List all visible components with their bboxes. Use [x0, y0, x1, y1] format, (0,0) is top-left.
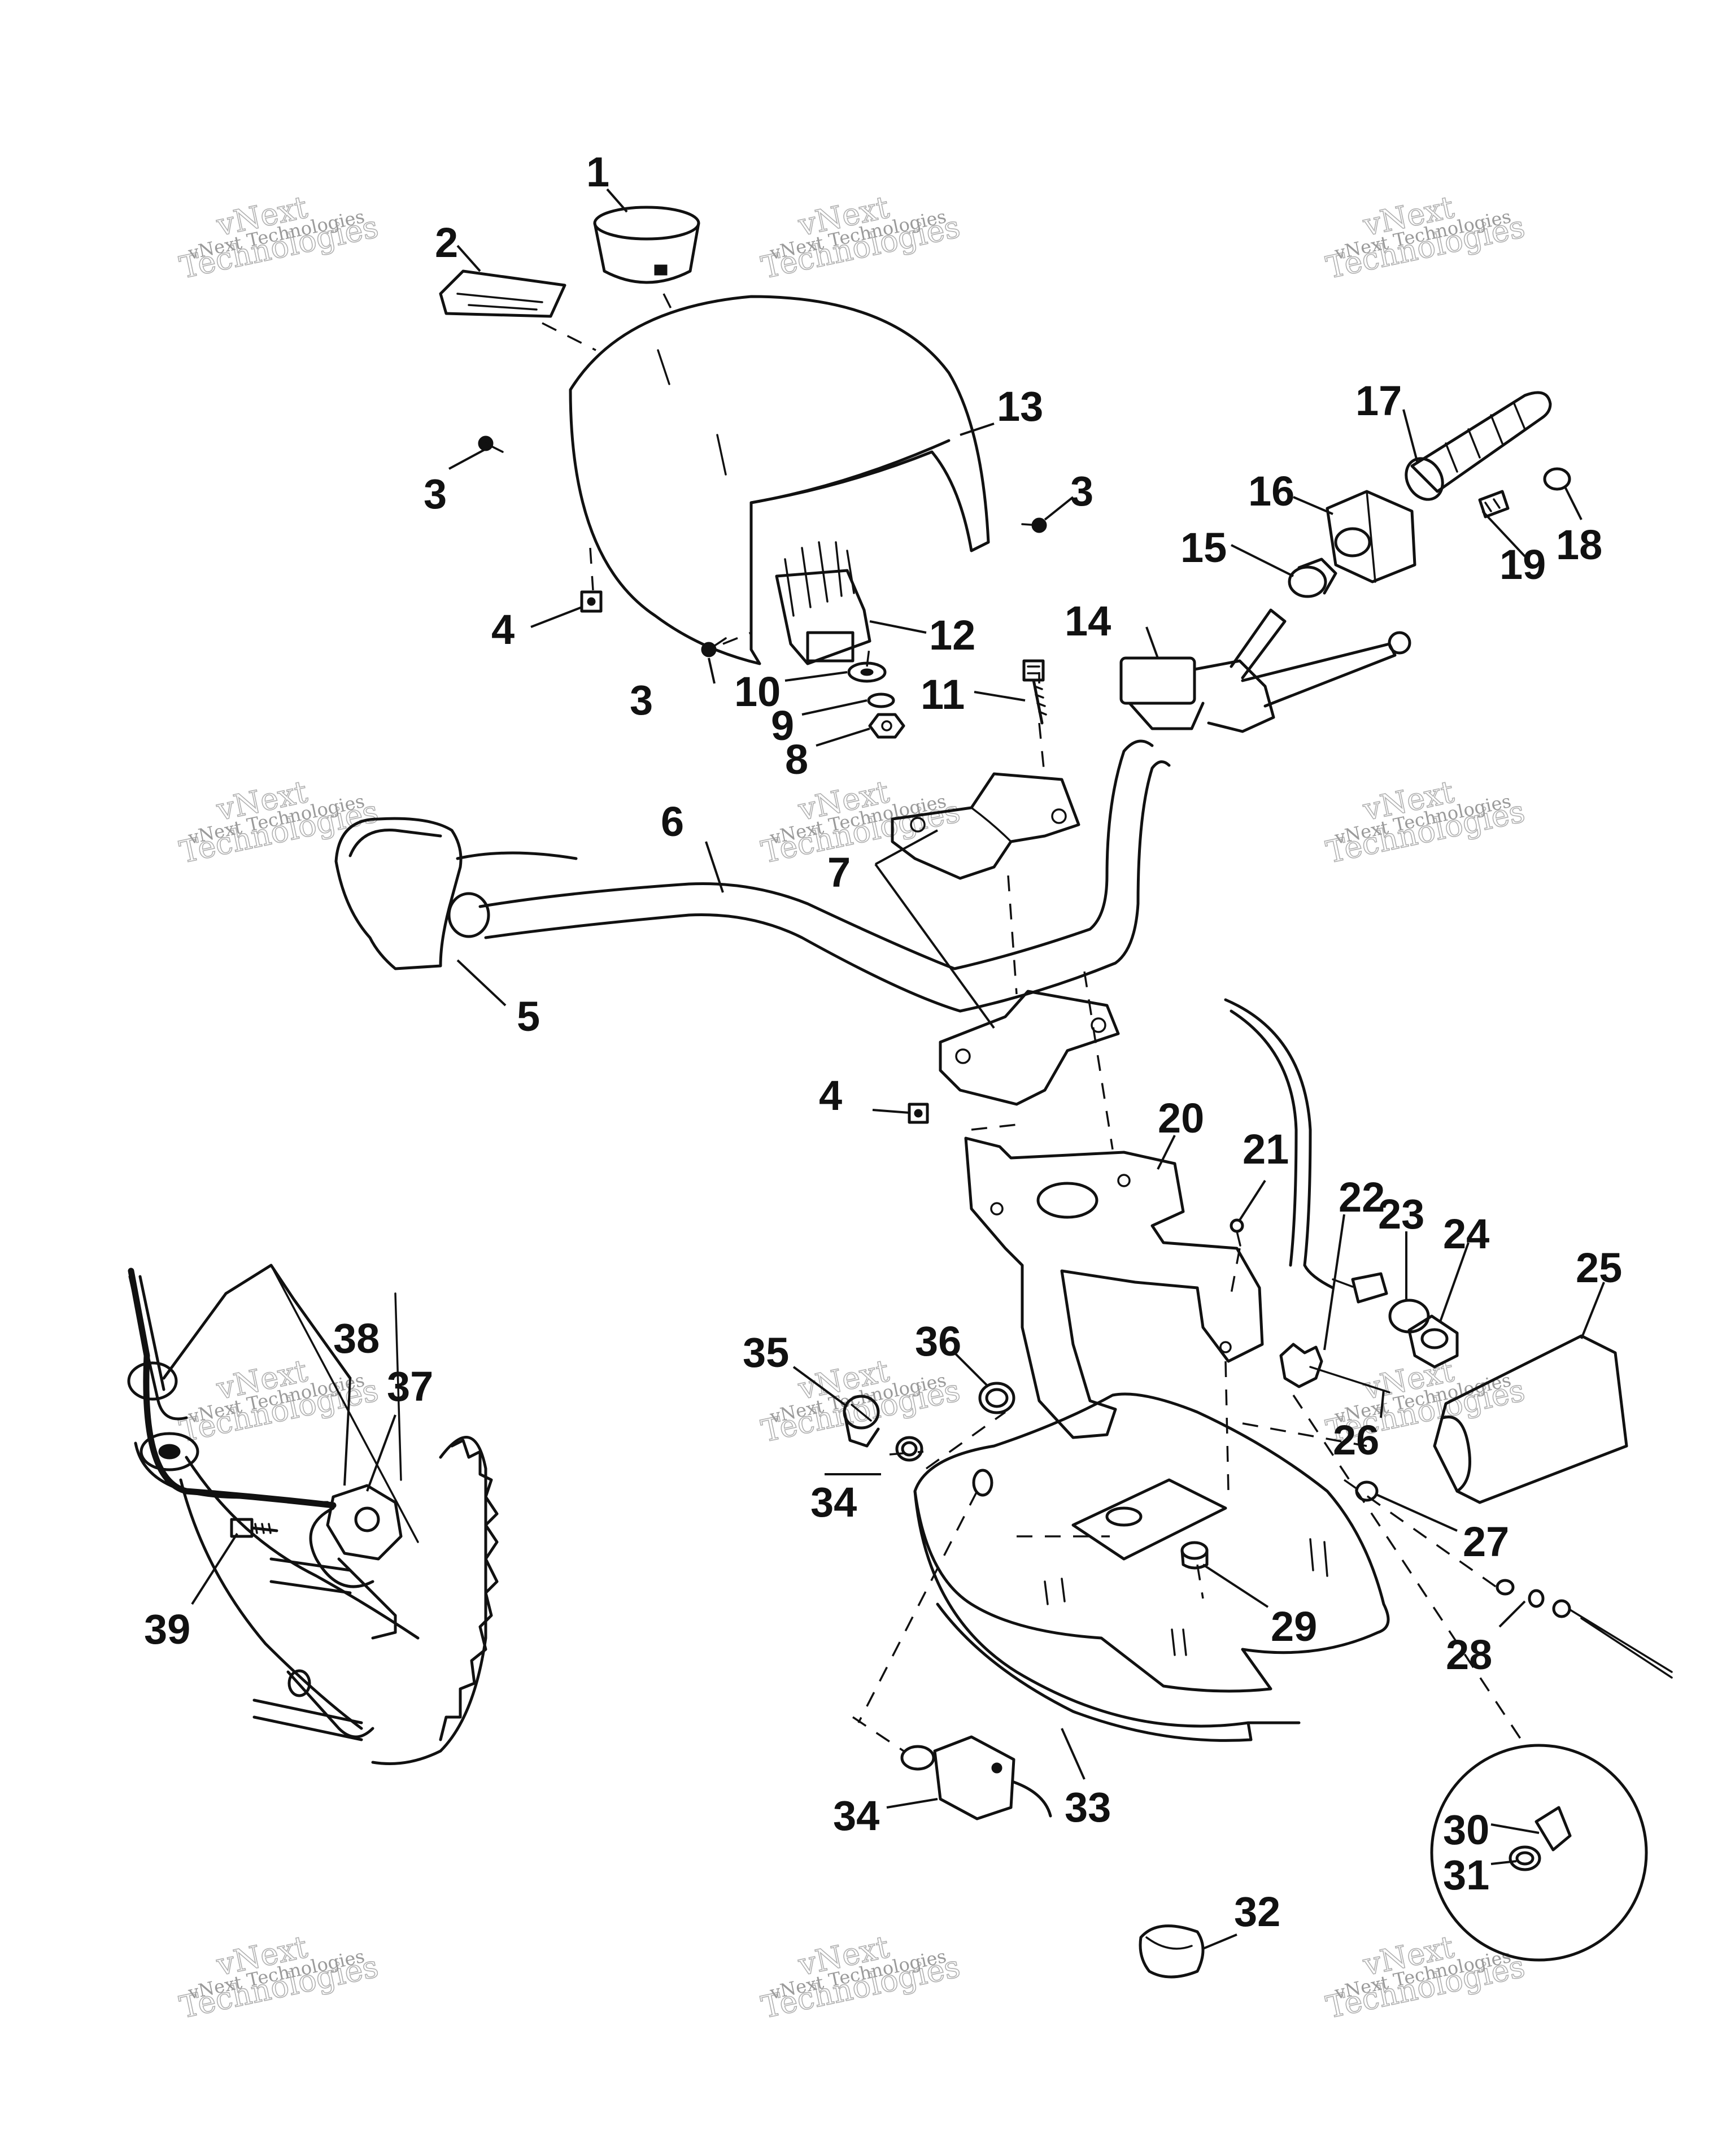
part-32-clamp: [1139, 1924, 1205, 1979]
callout-18: 18: [1556, 521, 1602, 568]
part-16-throttle-housing: [1326, 490, 1416, 583]
callout-24: 24: [1443, 1210, 1489, 1257]
part-22-socket: [1332, 1272, 1388, 1304]
callout-34a: 34: [810, 1479, 857, 1526]
watermark-group: vNext Technologies vNext Technologies vN…: [176, 189, 1528, 2026]
part-34-boot: [895, 1436, 923, 1462]
callout-19: 19: [1499, 541, 1546, 588]
callout-28: 28: [1446, 1631, 1492, 1678]
callout-35: 35: [743, 1329, 789, 1376]
part-6-handlebar: [478, 739, 1171, 1013]
callout-4b: 4: [819, 1072, 842, 1119]
part-36-grommet: [978, 1382, 1015, 1414]
part-13-pod-cover: [569, 295, 990, 665]
headlight-cable: [1224, 998, 1335, 1290]
callout-33: 33: [1065, 1784, 1111, 1831]
part-15-collar: [1288, 557, 1337, 598]
callout-labels: 1 2 3 3 3 4 4 5 6 7 8 9 10 11 12 13 14 1…: [144, 149, 1622, 1935]
callout-8: 8: [785, 736, 808, 783]
part-11-bolt: [1022, 659, 1047, 725]
callout-16: 16: [1248, 468, 1294, 515]
callout-3a: 3: [424, 471, 447, 517]
callout-36: 36: [915, 1318, 961, 1365]
callout-20: 20: [1158, 1095, 1204, 1142]
part-21-screw: [1230, 1218, 1244, 1247]
part-34-switch-assembly: [900, 1735, 1052, 1820]
part-20-bracket: [964, 1136, 1264, 1439]
part-23-ring: [1388, 1299, 1430, 1334]
callout-15: 15: [1180, 524, 1227, 571]
part-4-clip-top: [580, 590, 603, 613]
part-1-speedometer: [593, 206, 700, 284]
callout-17: 17: [1355, 377, 1402, 424]
callout-1: 1: [586, 149, 609, 195]
part-25-headlight: [1433, 1334, 1628, 1504]
callout-3c: 3: [630, 677, 653, 724]
callout-7: 7: [827, 849, 851, 896]
watermark: vNext Technologies vNext Technologies: [758, 773, 964, 870]
part-14-brake-lever: [1119, 608, 1411, 733]
part-4-clip-lower: [908, 1103, 929, 1124]
callout-11: 11: [921, 671, 965, 718]
part-39-bolt: [230, 1518, 278, 1538]
callout-21: 21: [1243, 1126, 1289, 1173]
callout-32: 32: [1234, 1888, 1280, 1935]
watermark: vNext Technologies vNext Technologies: [1323, 189, 1528, 286]
part-29-nut: [1180, 1541, 1209, 1570]
callout-13: 13: [997, 383, 1043, 430]
part-17-grip: [1405, 391, 1552, 501]
watermark: vNext Technologies vNext Technologies: [758, 189, 964, 286]
watermark: vNext Technologies vNext Technologies: [758, 1928, 964, 2026]
part-27-o-ring: [1355, 1480, 1379, 1502]
callout-10: 10: [734, 668, 781, 715]
part-5-left-control: [334, 817, 578, 970]
part-35-switch: [843, 1395, 880, 1448]
part-18-cap: [1543, 467, 1571, 491]
callout-6: 6: [661, 798, 684, 845]
callout-34b: 34: [833, 1792, 879, 1839]
callout-31: 31: [1443, 1852, 1489, 1898]
detail-circle: [1430, 1744, 1648, 1962]
callout-5: 5: [517, 993, 540, 1040]
callout-25: 25: [1576, 1244, 1622, 1291]
watermark: vNext Technologies vNext Technologies: [1323, 1928, 1528, 2026]
assembly-lines: [542, 293, 1526, 1752]
callout-14: 14: [1065, 598, 1111, 644]
inset-front-wheel: [127, 1264, 499, 1765]
callout-29: 29: [1271, 1603, 1317, 1650]
part-3-screw-right: [1021, 517, 1047, 533]
part-3-screw-bottom: [701, 637, 727, 657]
part-12-switch: [775, 541, 871, 665]
part-9-lockwasher: [867, 692, 895, 708]
watermark: vNext Technologies vNext Technologies: [176, 1928, 382, 2026]
headlight-cable-inner: [1230, 1009, 1298, 1267]
part-7-clamp-upper: [891, 772, 1080, 880]
callout-30: 30: [1443, 1806, 1489, 1853]
part-2-indicator-light: [439, 269, 566, 318]
callout-23: 23: [1378, 1191, 1424, 1238]
part-33-front-cowl: [913, 1392, 1390, 1742]
part-8-nut: [868, 713, 905, 739]
part-7-clamp-lower: [939, 990, 1120, 1106]
leader-lines: [191, 188, 1605, 1950]
callout-26: 26: [1333, 1417, 1379, 1464]
callout-9: 9: [771, 702, 794, 749]
callout-4a: 4: [491, 606, 515, 653]
part-28-cable-end: [1496, 1579, 1673, 1679]
part-26-bulb: [1279, 1343, 1390, 1393]
watermark: vNext Technologies vNext Technologies: [176, 189, 382, 286]
callout-12: 12: [929, 612, 975, 659]
part-24-nut: [1407, 1314, 1459, 1369]
callout-38: 38: [333, 1315, 380, 1362]
callout-3b: 3: [1070, 468, 1093, 515]
callout-39: 39: [144, 1606, 190, 1653]
callout-22: 22: [1339, 1174, 1385, 1221]
watermark: vNext Technologies vNext Technologies: [1323, 773, 1528, 870]
callout-27: 27: [1463, 1518, 1509, 1565]
callout-37: 37: [387, 1363, 433, 1410]
callout-2: 2: [435, 219, 458, 266]
